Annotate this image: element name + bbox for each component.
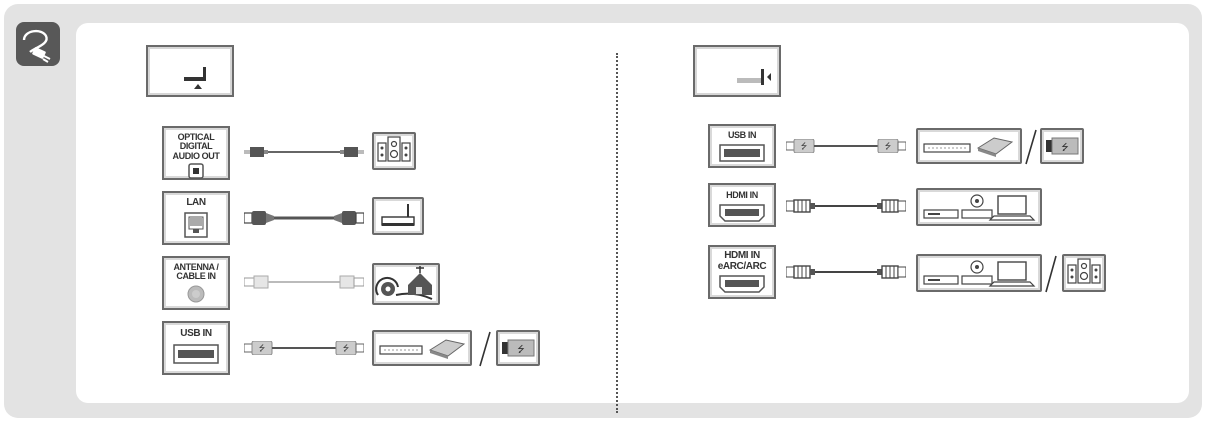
svg-text:⭍: ⭍ — [343, 344, 350, 353]
or-slash — [1045, 255, 1057, 293]
ethernet-port-icon — [184, 211, 208, 238]
optical-port-icon — [188, 163, 204, 180]
hdmi-earc-cable — [786, 265, 906, 279]
port-label: OPTICAL DIGITAL AUDIO OUT — [172, 132, 220, 161]
hdmi-cable — [786, 199, 906, 213]
antenna-house-device — [372, 263, 440, 305]
usb-cable: ⭍ ⭍ — [244, 341, 364, 355]
svg-text:⭍: ⭍ — [259, 344, 266, 353]
router-device — [372, 197, 424, 235]
port-antenna-cable-in: ANTENNA / CABLE IN — [162, 256, 230, 310]
svg-text:⭍: ⭍ — [885, 142, 892, 151]
media-devices — [916, 254, 1042, 292]
port-hdmi-in-earc: HDMI IN eARC/ARC — [708, 245, 776, 299]
port-lan: LAN — [162, 191, 230, 245]
svg-text:⭍: ⭍ — [517, 344, 525, 355]
tv-rear-bottom-icon — [146, 45, 234, 97]
cable-connect-icon — [16, 22, 60, 66]
port-usb-in: USB IN — [162, 321, 230, 375]
section-divider — [616, 53, 618, 413]
svg-text:⭍: ⭍ — [801, 142, 808, 151]
or-slash — [479, 331, 491, 367]
antenna-cable — [244, 275, 364, 289]
speaker-device — [372, 132, 416, 170]
port-label: LAN — [186, 197, 206, 208]
port-label: USB IN — [180, 328, 212, 339]
usb-port-icon — [173, 343, 219, 364]
optical-cable — [244, 147, 364, 157]
port-label: HDMI IN eARC/ARC — [717, 250, 767, 272]
hdmi-port-icon — [719, 275, 765, 293]
svg-text:⭍: ⭍ — [1061, 142, 1069, 153]
port-label: HDMI IN — [726, 190, 758, 200]
usb-cable-side: ⭍ ⭍ — [786, 139, 906, 153]
lan-cable — [244, 211, 364, 225]
connection-panel: OPTICAL DIGITAL AUDIO OUT — [76, 23, 1189, 413]
usb-port-icon — [719, 144, 765, 163]
hdd-device — [916, 128, 1022, 164]
tv-rear-side-icon — [693, 45, 781, 97]
port-optical-digital-audio-out: OPTICAL DIGITAL AUDIO OUT — [162, 126, 230, 180]
usb-stick-device: ⭍ — [1040, 128, 1084, 164]
hdd-device — [372, 330, 472, 366]
media-devices — [916, 188, 1042, 226]
port-hdmi-in: HDMI IN — [708, 183, 776, 227]
usb-stick-device: ⭍ — [496, 330, 540, 366]
hdmi-port-icon — [719, 204, 765, 223]
or-slash — [1025, 129, 1037, 165]
port-label: ANTENNA / CABLE IN — [173, 262, 219, 282]
port-label: USB IN — [727, 130, 757, 140]
speaker-device — [1062, 254, 1106, 292]
connection-frame: OPTICAL DIGITAL AUDIO OUT — [4, 4, 1202, 418]
port-usb-in-side: USB IN — [708, 124, 776, 168]
coax-port-icon — [187, 285, 205, 303]
